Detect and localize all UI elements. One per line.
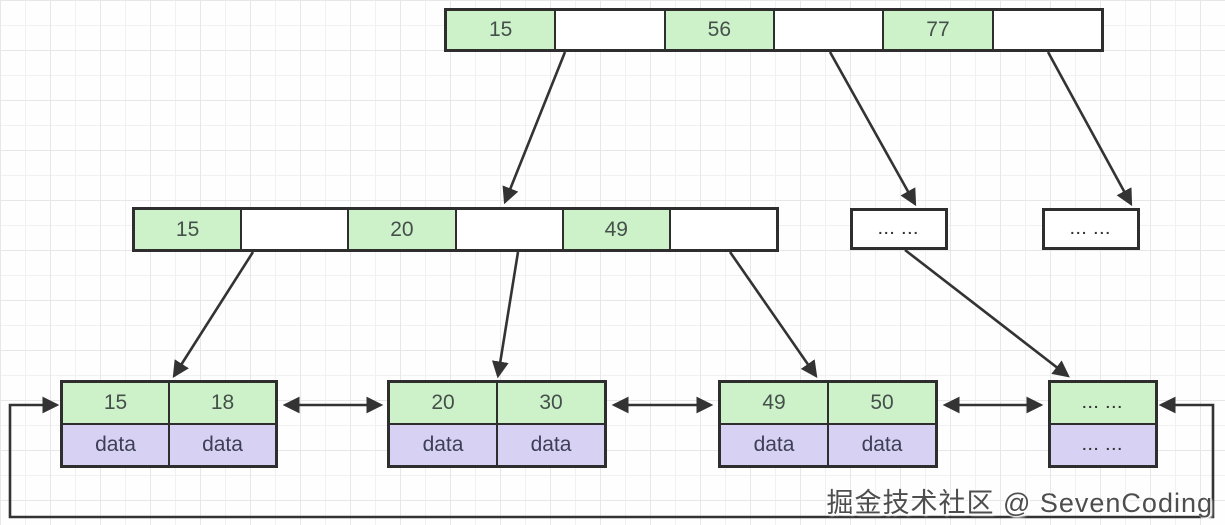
internal-key-15: 15 <box>135 210 241 249</box>
leaf-node-1: 15 18 data data <box>60 380 278 468</box>
internal-pointer-cell <box>240 210 348 249</box>
ellipsis-label: ... ... <box>853 211 945 247</box>
leaf4-data-ellipsis: ... ... <box>1051 425 1155 465</box>
root-pointer-cell <box>991 11 1101 49</box>
internal-node: 15 20 49 <box>132 207 779 252</box>
leaf1-key-15: 15 <box>63 383 168 423</box>
watermark-text: 掘金技术社区 @ SevenCoding <box>826 488 1213 518</box>
arrow-root-to-ellipsis-a <box>828 51 917 207</box>
leaf1-data-cell: data <box>168 425 275 465</box>
internal-key-49: 49 <box>561 210 669 249</box>
leaf3-key-49: 49 <box>721 383 827 423</box>
leaf2-key-30: 30 <box>496 383 604 423</box>
leaf3-data-cell: data <box>827 425 935 465</box>
leaf1-key-18: 18 <box>168 383 275 423</box>
internal-pointer-cell <box>668 210 777 249</box>
leaf1-data-cell: data <box>63 425 168 465</box>
leaf2-data-cell: data <box>390 425 496 465</box>
arrow-root-to-ellipsis-b <box>1046 51 1133 207</box>
leaf3-key-50: 50 <box>827 383 935 423</box>
leaf-node-2: 20 30 data data <box>387 380 607 468</box>
arrow-ellipsis-a-to-leaf4 <box>904 248 1070 378</box>
root-pointer-cell <box>772 11 883 49</box>
internal-key-20: 20 <box>347 210 455 249</box>
internal-pointer-cell <box>454 210 562 249</box>
root-key-15: 15 <box>447 11 555 49</box>
ellipsis-node-b: ... ... <box>1042 208 1140 250</box>
leaf2-key-20: 20 <box>390 383 496 423</box>
root-key-77: 77 <box>882 11 992 49</box>
root-node: 15 56 77 <box>444 8 1104 52</box>
ellipsis-node-a: ... ... <box>850 208 948 250</box>
leaf2-data-cell: data <box>496 425 604 465</box>
arrow-internal-to-leaf1 <box>172 251 255 378</box>
arrow-internal-to-leaf3 <box>728 251 818 378</box>
arrow-internal-to-leaf2 <box>491 251 520 379</box>
root-key-56: 56 <box>663 11 773 49</box>
leaf4-key-ellipsis: ... ... <box>1051 383 1155 423</box>
leaf-node-3: 49 50 data data <box>718 380 938 468</box>
ellipsis-label: ... ... <box>1045 211 1137 247</box>
arrow-root-to-internal <box>502 51 567 205</box>
leaf-node-4-ellipsis: ... ... ... ... <box>1048 380 1158 468</box>
root-pointer-cell <box>554 11 664 49</box>
leaf3-data-cell: data <box>721 425 827 465</box>
